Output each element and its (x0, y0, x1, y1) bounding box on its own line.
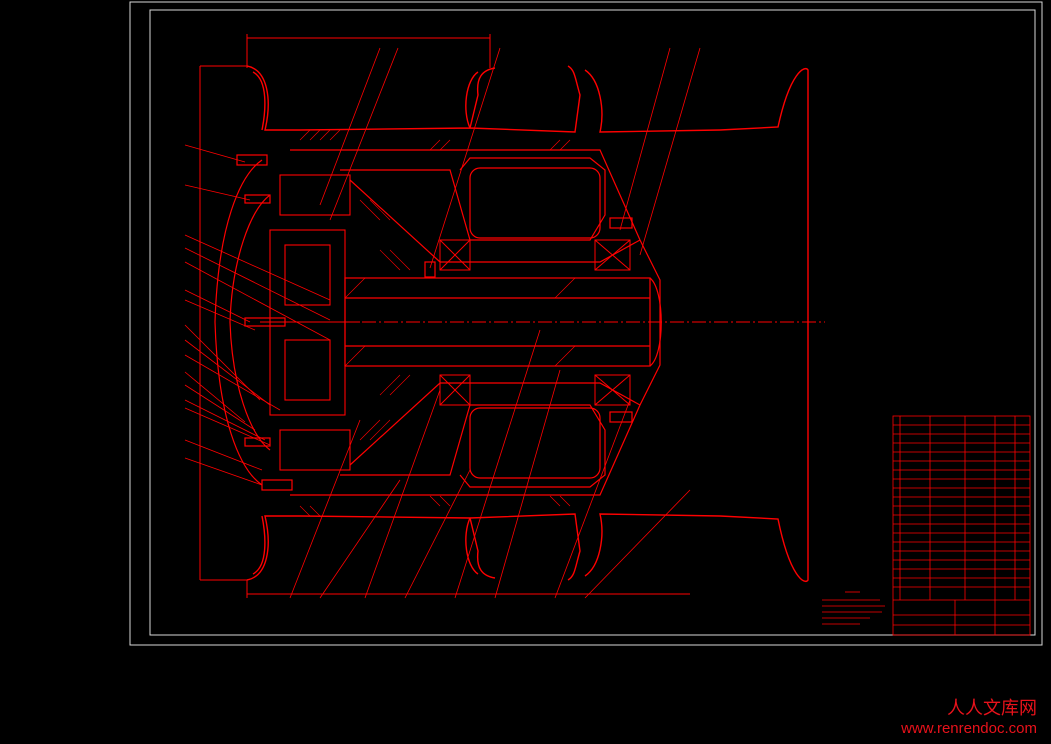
dimension-line-left (199, 65, 247, 581)
bearing-outer-upper (594, 239, 631, 271)
hub-body (290, 149, 661, 496)
section-hatching (299, 129, 576, 517)
end-cover (214, 159, 271, 486)
dimension-line-top (246, 34, 491, 68)
watermark: 人人文库网 www.renrendoc.com (901, 698, 1037, 738)
title-block (892, 415, 1031, 636)
watermark-cn-text: 人人文库网 (947, 698, 1037, 719)
bearing-outer-lower (594, 374, 631, 406)
bearing-inner-upper (439, 239, 471, 271)
dimension-line-bottom (246, 580, 690, 598)
leader-lines-bottom (289, 329, 691, 599)
watermark-url: www.renrendoc.com (901, 720, 1037, 737)
rim-upper (246, 65, 721, 133)
leader-lines-top (319, 47, 701, 269)
leader-lines-left (184, 144, 331, 486)
planetary-gear-set (260, 174, 360, 471)
technical-notes (822, 591, 885, 625)
rim-lower (246, 513, 721, 581)
tire-profile (719, 68, 809, 582)
sheet-border (129, 1, 1043, 646)
